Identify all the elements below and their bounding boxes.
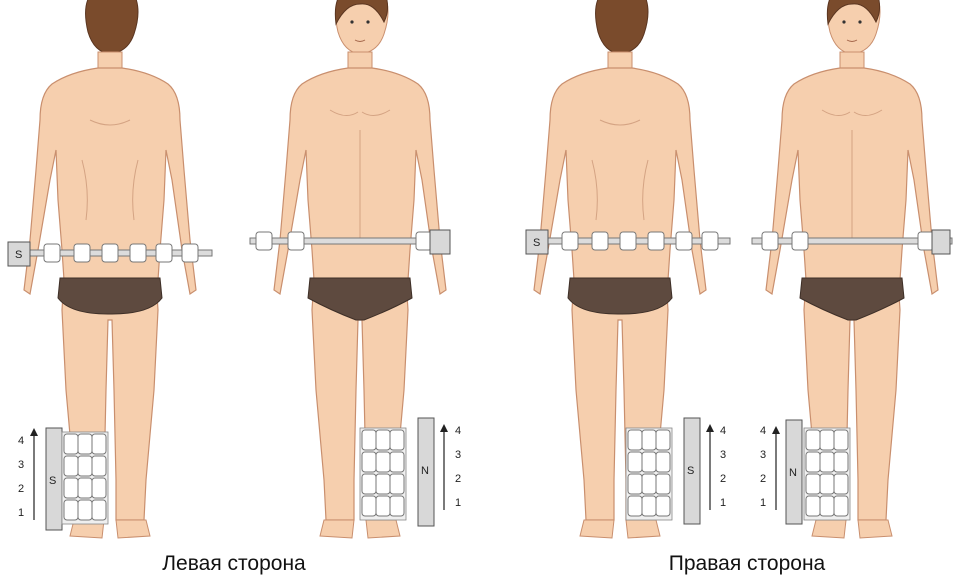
magnet-s-waist-2	[430, 230, 450, 254]
magnet-waist-4	[932, 230, 950, 254]
leg-magnet-2: N 4 3 2 1	[360, 418, 461, 526]
level-2: 2	[455, 473, 461, 485]
level-1: 1	[760, 497, 766, 509]
leg-magnet-label-n-1: N	[421, 465, 429, 477]
magnet-label-s-3: S	[533, 237, 540, 249]
leg-magnet-3: S 4 3 2 1	[626, 418, 726, 524]
level-4: 4	[720, 425, 726, 437]
level-3: 3	[760, 449, 766, 461]
level-1: 1	[720, 497, 726, 509]
caption-left-side: Левая сторона	[84, 552, 384, 576]
leg-magnet-4: N 4 3 2 1	[760, 420, 850, 524]
level-3: 3	[18, 459, 24, 471]
level-4: 4	[455, 425, 461, 437]
level-1: 1	[18, 507, 24, 519]
leg-magnet-label-s-1: S	[49, 475, 56, 487]
magnet-label-s: S	[15, 249, 22, 261]
level-2: 2	[18, 483, 24, 495]
level-2: 2	[760, 473, 766, 485]
level-1: 1	[455, 497, 461, 509]
level-3: 3	[720, 449, 726, 461]
caption-right-side: Правая сторона	[597, 552, 897, 576]
leg-magnet-1: S 4 3 2 1	[18, 428, 108, 530]
leg-magnet-label-s-2: S	[687, 465, 694, 477]
level-4: 4	[760, 425, 766, 437]
magnet-placement-diagram: S S 4 3 2 1 N 4 3 2 1 S	[0, 0, 956, 540]
level-4: 4	[18, 435, 24, 447]
level-2: 2	[720, 473, 726, 485]
level-3: 3	[455, 449, 461, 461]
figure-back-right	[534, 0, 706, 538]
leg-magnet-label-n-2: N	[789, 467, 797, 479]
